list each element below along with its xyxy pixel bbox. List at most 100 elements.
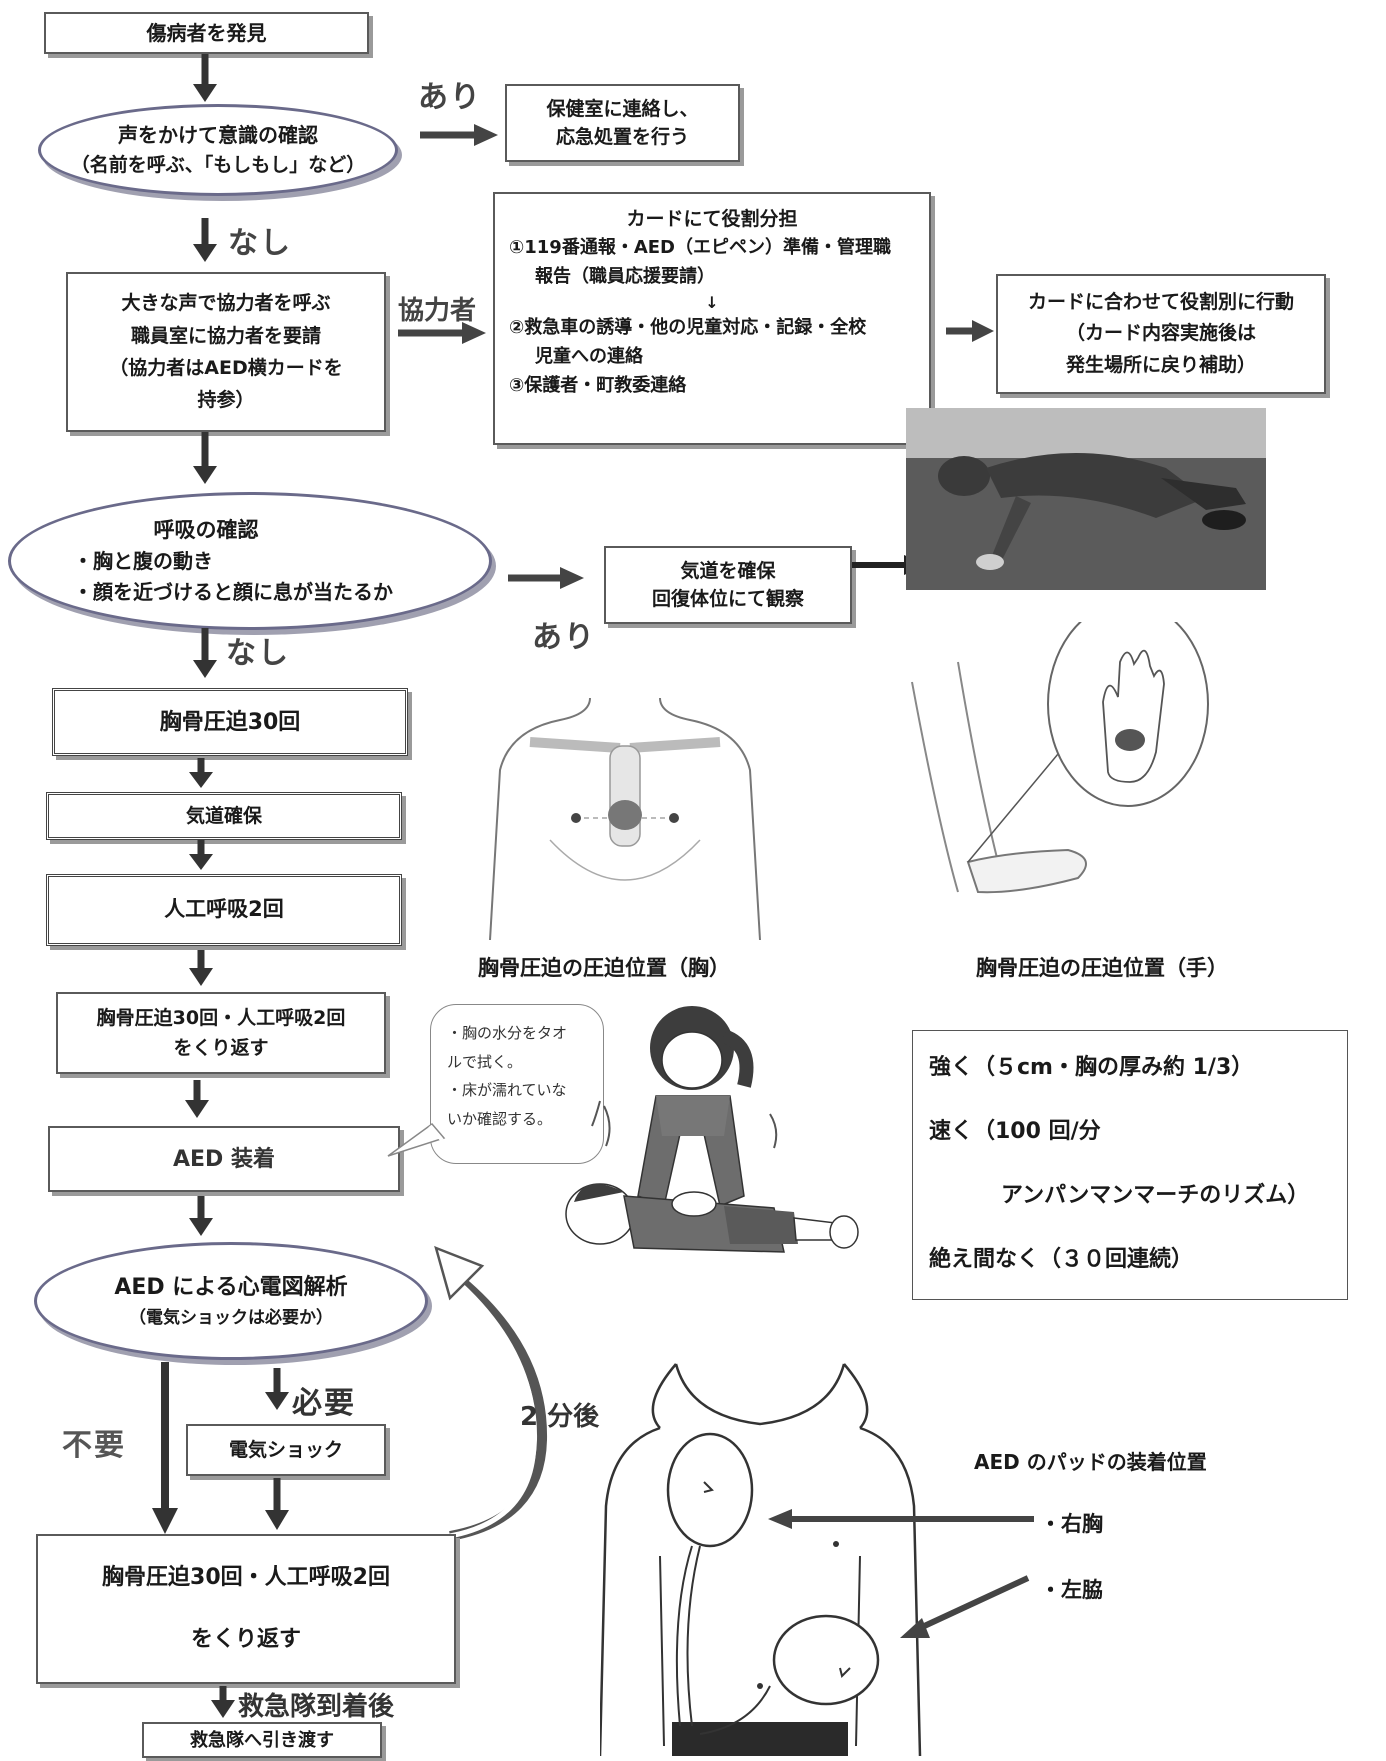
arrow-right-airway-recovery bbox=[508, 567, 584, 589]
arrow-down-6 bbox=[189, 840, 213, 870]
arrow-down-1 bbox=[193, 54, 217, 102]
label-after-ems: 救急隊到着後 bbox=[238, 1692, 395, 1722]
repeat-cycle-2-line1: 胸骨圧迫30回・人工呼吸2回 bbox=[102, 1565, 390, 1591]
aed-pad-left-side: ・左脇 bbox=[1040, 1578, 1103, 1602]
roles-card-item2b: 児童への連絡 bbox=[535, 346, 643, 368]
step-airway: 気道確保 bbox=[46, 792, 402, 840]
arrow-down-2 bbox=[193, 218, 217, 262]
aed-analysis-line2: （電気ショックは必要か） bbox=[129, 1307, 333, 1328]
consciousness-line2: （名前を呼ぶ、「もしもし」など） bbox=[70, 153, 366, 176]
label-ari-1: あり bbox=[418, 80, 482, 115]
tip-bubble-tail bbox=[387, 1122, 446, 1157]
cpr-tip-rhythm: アンパンマンマーチのリズム） bbox=[1001, 1183, 1310, 1208]
role-action-line3: 発生場所に戻り補助） bbox=[1065, 353, 1256, 376]
health-room-line2: 応急処置を行う bbox=[555, 126, 689, 148]
aed-analysis-line1: AED による心電図解析 bbox=[114, 1274, 348, 1300]
arrow-down-9 bbox=[189, 1196, 213, 1236]
tip-line1: ・胸の水分をタオ bbox=[447, 1024, 568, 1042]
arrow-down-needed bbox=[265, 1368, 289, 1410]
step-consciousness-oval: 声をかけて意識の確認 （名前を呼ぶ、「もしもし」など） bbox=[38, 104, 398, 196]
step-airway-recovery: 気道を確保 回復体位にて観察 bbox=[604, 546, 852, 624]
arrow-right-role-action bbox=[946, 320, 994, 342]
breaths2-text: 人工呼吸2回 bbox=[164, 897, 284, 922]
arrow-down-8 bbox=[185, 1080, 209, 1118]
repeat-cycle-2-line2: をくり返す bbox=[190, 1627, 301, 1652]
recovery-position-photo bbox=[906, 408, 1266, 590]
role-action-line2: （カード内容実施後は bbox=[1065, 322, 1256, 345]
step-role-action: カードに合わせて役割別に行動 （カード内容実施後は 発生場所に戻り補助） bbox=[996, 274, 1326, 394]
call-helpers-line2: 職員室に協力者を要請 bbox=[130, 324, 321, 347]
arrow-pad-right-chest bbox=[768, 1509, 1034, 1529]
label-ari-2: あり bbox=[532, 620, 596, 655]
step-aed-attach: AED 装着 bbox=[48, 1126, 400, 1192]
step-discover-text: 傷病者を発見 bbox=[146, 21, 267, 45]
roles-card-title: カードにて役割分担 bbox=[626, 208, 798, 230]
step-repeat-cycle: 胸骨圧迫30回・人工呼吸2回 をくり返す bbox=[56, 992, 386, 1074]
roles-card-item1a: ①119番通報・AED（エピペン）準備・管理職 bbox=[509, 237, 891, 259]
aed-pad-right-chest: ・右胸 bbox=[1040, 1512, 1103, 1536]
step-repeat-cycle-2: 胸骨圧迫30回・人工呼吸2回 をくり返す bbox=[36, 1534, 456, 1684]
cpr-tips-box: 強く（５cm・胸の厚み約 1/3） 速く（100 回/分 アンパンマンマーチのリ… bbox=[912, 1030, 1348, 1300]
tip-line2: ルで拭く。 bbox=[447, 1052, 523, 1071]
call-helpers-line3: （協力者はAED横カードを bbox=[109, 357, 343, 379]
tip-line4: いか確認する。 bbox=[447, 1109, 553, 1128]
step-call-helpers: 大きな声で協力者を呼ぶ 職員室に協力者を要請 （協力者はAED横カードを 持参） bbox=[66, 272, 386, 432]
roles-card-item2a: ②救急車の誘導・他の児童対応・記録・全校 bbox=[509, 317, 867, 339]
tip-speech-bubble: ・胸の水分をタオ ルで拭く。 ・床が濡れていな いか確認する。 bbox=[430, 1004, 604, 1164]
step-compression30: 胸骨圧迫30回 bbox=[52, 688, 408, 756]
roles-card-item3: ③保護者・町教委連絡 bbox=[509, 374, 687, 396]
roles-card-box: カードにて役割分担 ①119番通報・AED（エピペン）準備・管理職 報告（職員応… bbox=[493, 192, 931, 445]
arrow-down-11 bbox=[211, 1686, 235, 1718]
arrow-right-roles bbox=[398, 322, 486, 344]
airway-recovery-line2: 回復体位にて観察 bbox=[651, 588, 804, 610]
role-action-line1: カードに合わせて役割別に行動 bbox=[1027, 290, 1294, 313]
repeat-cycle-line2: をくり返す bbox=[173, 1037, 269, 1059]
label-nashi-2: なし bbox=[226, 636, 290, 671]
chest-compression-position-illustration bbox=[489, 697, 761, 940]
cpr-tip-continuous: 絶え間なく（３０回連続） bbox=[929, 1247, 1194, 1272]
call-helpers-line1: 大きな声で協力者を呼ぶ bbox=[121, 292, 331, 315]
repeat-cycle-line1: 胸骨圧迫30回・人工呼吸2回 bbox=[96, 1006, 346, 1029]
arrow-down-7 bbox=[189, 950, 213, 986]
cpr-tip-strong: 強く（５cm・胸の厚み約 1/3） bbox=[929, 1055, 1254, 1080]
airway-recovery-line1: 気道を確保 bbox=[680, 559, 776, 582]
roles-card-item1b: 報告（職員応援要請） bbox=[535, 266, 715, 288]
health-room-line1: 保健室に連絡し、 bbox=[546, 97, 699, 120]
aed-pad-position-illustration bbox=[600, 1363, 922, 1756]
roles-card-down: ↓ bbox=[705, 292, 719, 312]
cpr-tip-fast: 速く（100 回/分 bbox=[929, 1119, 1101, 1144]
arrow-down-3 bbox=[193, 432, 217, 484]
step-breaths2: 人工呼吸2回 bbox=[46, 874, 402, 946]
breathing-title: 呼吸の確認 bbox=[153, 517, 259, 542]
step-shock: 電気ショック bbox=[186, 1424, 386, 1476]
hand-compression-position-illustration bbox=[911, 622, 1209, 894]
label-not-needed: 不要 bbox=[62, 1428, 126, 1463]
step-handover: 救急隊へ引き渡す bbox=[142, 1722, 382, 1758]
airway-text: 気道確保 bbox=[185, 804, 262, 827]
arrow-pad-left-side bbox=[900, 1575, 1030, 1638]
breathing-line1: ・胸と腹の動き bbox=[73, 549, 213, 574]
label-after-2min: 2 分後 bbox=[520, 1402, 600, 1432]
step-discover: 傷病者を発見 bbox=[44, 12, 369, 54]
return-arrow-2min bbox=[434, 1245, 548, 1541]
aed-attach-text: AED 装着 bbox=[173, 1146, 275, 1172]
aed-pad-title: AED のパッドの装着位置 bbox=[974, 1450, 1207, 1474]
arrow-down-not-needed bbox=[152, 1362, 178, 1534]
arrow-right-health-room bbox=[420, 124, 498, 146]
step-aed-analysis-oval: AED による心電図解析 （電気ショックは必要か） bbox=[34, 1242, 428, 1360]
step-health-room: 保健室に連絡し、 応急処置を行う bbox=[505, 84, 740, 162]
breathing-line2: ・顔を近づけると顔に息が当たるか bbox=[73, 580, 393, 605]
cpr-children-illustration bbox=[565, 1006, 859, 1253]
arrow-down-4 bbox=[193, 628, 217, 678]
step-breathing-oval: 呼吸の確認 ・胸と腹の動き ・顔を近づけると顔に息が当たるか bbox=[8, 492, 492, 630]
hand-position-caption: 胸骨圧迫の圧迫位置（手） bbox=[976, 956, 1228, 980]
chest-position-caption: 胸骨圧迫の圧迫位置（胸） bbox=[478, 956, 730, 980]
tip-line3: ・床が濡れていな bbox=[447, 1081, 567, 1099]
consciousness-line1: 声をかけて意識の確認 bbox=[118, 122, 318, 147]
arrow-down-10 bbox=[265, 1478, 289, 1530]
handover-text: 救急隊へ引き渡す bbox=[190, 1729, 334, 1751]
compression30-text: 胸骨圧迫30回 bbox=[159, 709, 301, 735]
arrow-down-5 bbox=[189, 758, 213, 788]
shock-text: 電気ショック bbox=[228, 1438, 343, 1461]
label-needed: 必要 bbox=[292, 1386, 356, 1421]
